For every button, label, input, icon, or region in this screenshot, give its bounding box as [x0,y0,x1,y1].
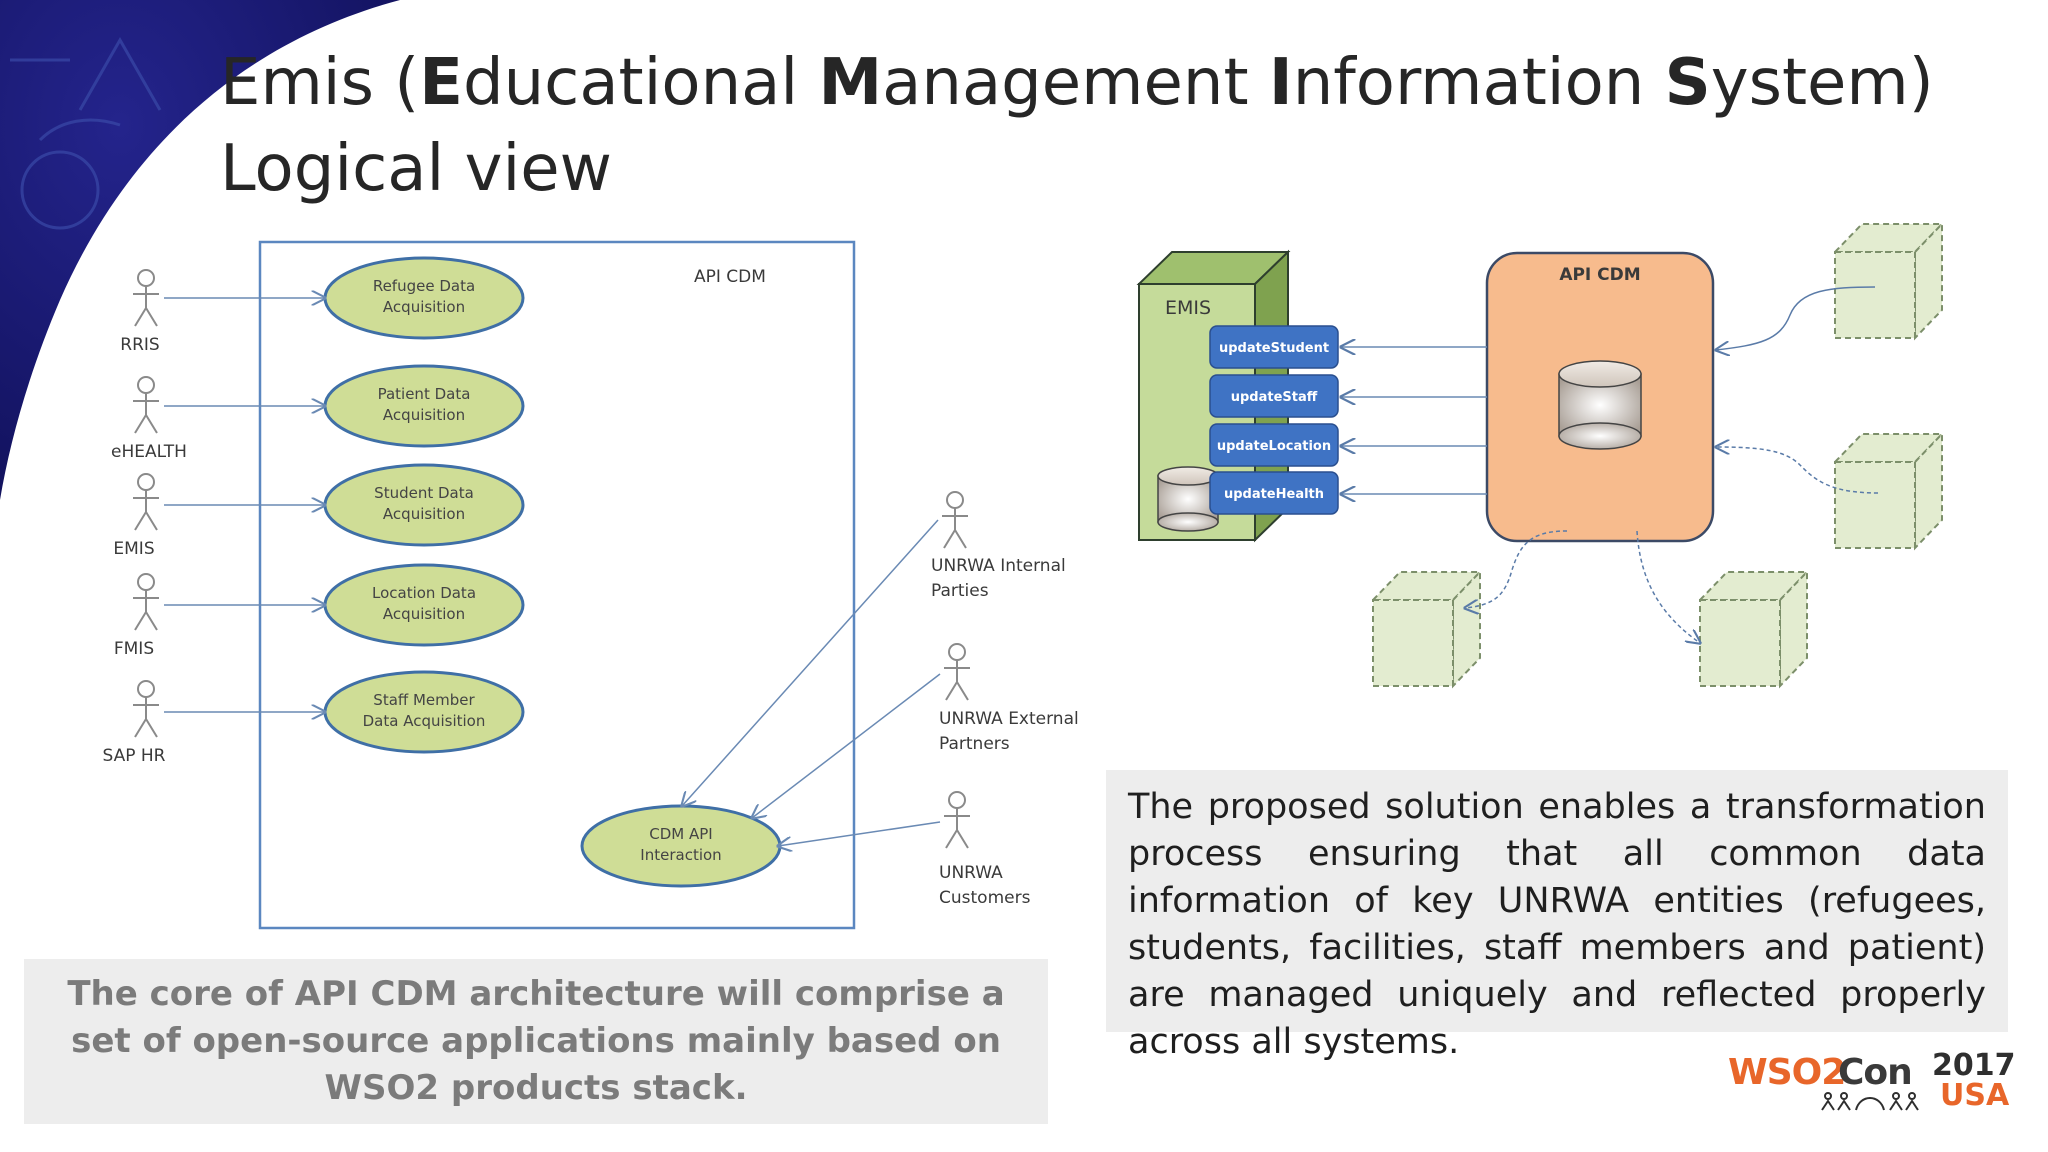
external-node-2 [1832,431,1945,551]
actor-fmis [133,573,159,631]
operation-updateStudent [1209,325,1339,369]
actor-right-2 [944,643,970,701]
actor-right-label: UNRWA [939,863,1003,883]
use-case-label: Student Data [374,484,474,502]
api-cdm-component: API CDM [1485,251,1715,543]
logo-people-icon [1821,1092,1919,1111]
wso2con-logo: WSO2 Con 2017 USA [1728,1048,2016,1114]
logo-year: 2017 [1932,1048,2016,1083]
system-boundary [258,240,856,930]
api-cdm-database-icon [1558,360,1642,450]
decorative-pattern [10,36,162,230]
actor-right-label: Parties [931,581,989,601]
actor-label: FMIS [114,639,154,659]
association-arrow [752,673,941,818]
use-case-label: Patient Data [378,385,471,403]
use-case-label: Data Acquisition [363,712,486,730]
association-arrow [682,519,939,806]
operation-label: updateStudent [1219,341,1329,356]
node-connectors [1465,286,1879,643]
title-line-1: Emis (Educational Management Information… [220,46,1934,120]
logo-brand: WSO2 [1728,1052,1846,1093]
actor-right-label: UNRWA Internal [931,556,1066,576]
external-node-1 [1832,221,1945,341]
caption-left: The core of API CDM architecture will co… [24,959,1048,1124]
actor-right-label: UNRWA External [939,709,1079,729]
operation-connectors [1341,347,1487,494]
api-cdm-label: API CDM [1559,265,1640,285]
actor-sap-hr [133,680,159,738]
emis-label: EMIS [1165,297,1211,319]
operation-updateLocation [1209,423,1339,467]
emis-database-icon [1157,466,1219,532]
actor-right-1 [942,491,968,549]
actor-right-label: Partners [939,734,1010,754]
logo-event: Con [1838,1052,1913,1093]
system-boundary-label: API CDM [694,267,766,287]
use-case-label: Acquisition [383,298,465,316]
actor-label: SAP HR [103,746,166,766]
operation-label: updateHealth [1224,487,1324,502]
use-case-label: Acquisition [383,605,465,623]
use-case-label: Location Data [372,584,476,602]
actor-ehealth [133,376,159,434]
use-case-label: Refugee Data [373,277,475,295]
actor-right-3 [944,791,970,849]
actor-right-label: Customers [939,888,1031,908]
use-case-label: Acquisition [383,406,465,424]
logo-region: USA [1940,1078,2010,1113]
title-line-2: Logical view [220,132,612,206]
operation-label: updateStaff [1231,390,1318,405]
operation-updateStaff [1209,374,1339,418]
actor-emis [133,473,159,531]
use-case-cdm-label-2: Interaction [640,846,721,864]
external-node-4 [1697,569,1810,689]
operation-label: updateLocation [1217,439,1331,454]
caption-right: The proposed solution enables a transfor… [1106,770,2008,1062]
navy-corner-shape [0,0,400,500]
association-arrow [778,821,941,846]
actor-label: RRIS [120,335,159,355]
actor-rris [133,269,159,327]
use-case-label: Staff Member [373,691,475,709]
actor-label: eHEALTH [111,442,187,462]
use-case-cdm-label-1: CDM API [649,825,712,843]
use-case-label: Acquisition [383,505,465,523]
operation-updateHealth [1209,471,1339,515]
external-node-3 [1370,569,1483,689]
slide-title: Emis (Educational Management Information… [220,40,1934,212]
actor-label: EMIS [113,539,154,559]
